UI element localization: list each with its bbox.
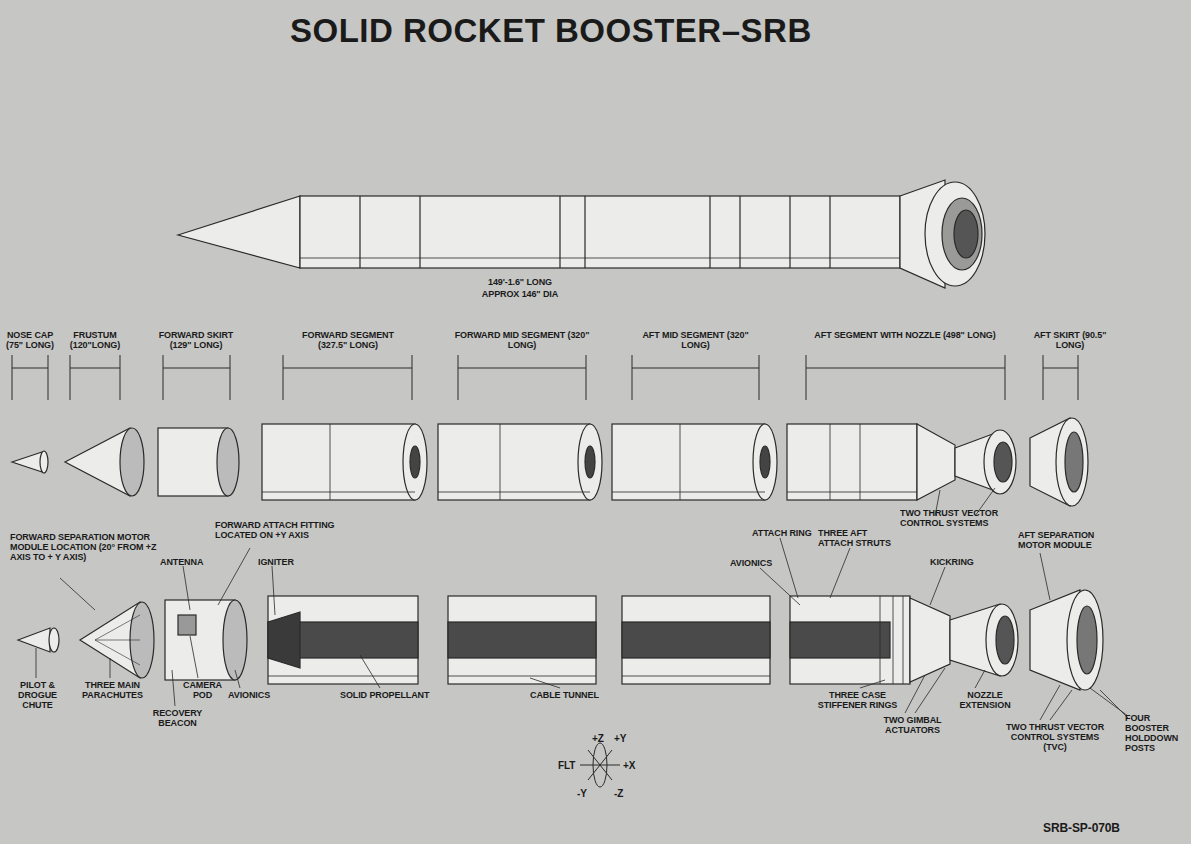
callout: RECOVERY BEACON (145, 708, 210, 728)
part-label: NOSE CAP (75" LONG) (0, 330, 60, 350)
callout: TWO THRUST VECTOR CONTROL SYSTEMS (TVC) (1000, 722, 1110, 752)
callout: NOZZLE EXTENSION (955, 690, 1015, 710)
axis-label: +Z (592, 733, 604, 744)
axis-label: +X (623, 760, 635, 771)
part-label: FORWARD SEGMENT (327.5" LONG) (287, 330, 409, 350)
callout: FOUR BOOSTER HOLDDOWN POSTS (1125, 713, 1187, 753)
callout: AVIONICS (228, 690, 270, 700)
dimension: APPROX 146" DIA (470, 289, 570, 299)
axis-label: -Z (614, 788, 623, 799)
part-label: AFT MID SEGMENT (320" LONG) (628, 330, 763, 350)
callout: THREE MAIN PARACHUTES (75, 680, 150, 700)
drawing-number: SRB-SP-070B (1043, 822, 1120, 835)
callout: FORWARD ATTACH FITTING LOCATED ON +Y AXI… (215, 520, 365, 540)
callout: THREE CASE STIFFENER RINGS (815, 690, 900, 710)
axis-label: -Y (577, 788, 587, 799)
callout: PILOT & DROGUE CHUTE (10, 680, 65, 710)
part-label: FORWARD MID SEGMENT (320" LONG) (452, 330, 592, 350)
callout: AFT SEPARATION MOTOR MODULE (1018, 530, 1118, 550)
part-label: AFT SEGMENT WITH NOZZLE (498" LONG) (805, 330, 1005, 340)
callout: SOLID PROPELLANT (340, 690, 429, 700)
dimension: 149'-1.6" LONG (470, 277, 570, 287)
callout: TWO GIMBAL ACTUATORS (875, 715, 950, 735)
callout: CAMERA POD (180, 680, 225, 700)
callout: THREE AFT ATTACH STRUTS (818, 528, 903, 548)
axis-label: +Y (614, 733, 626, 744)
part-label: FORWARD SKIRT (129" LONG) (150, 330, 242, 350)
callout: ATTACH RING (752, 528, 812, 538)
callout: IGNITER (258, 557, 294, 567)
axis-label: FLT (558, 760, 575, 771)
callout: CABLE TUNNEL (530, 690, 599, 700)
callout: KICKRING (930, 557, 974, 567)
title: SOLID ROCKET BOOSTER–SRB (290, 12, 812, 50)
part-label: AFT SKIRT (90.5" LONG) (1030, 330, 1110, 350)
callout: AVIONICS (730, 558, 772, 568)
callout: FORWARD SEPARATION MOTOR MODULE LOCATION… (10, 532, 170, 562)
callout: ANTENNA (160, 557, 203, 567)
part-label: FRUSTUM (120"LONG) (55, 330, 135, 350)
callout: TWO THRUST VECTOR CONTROL SYSTEMS (900, 508, 1030, 528)
